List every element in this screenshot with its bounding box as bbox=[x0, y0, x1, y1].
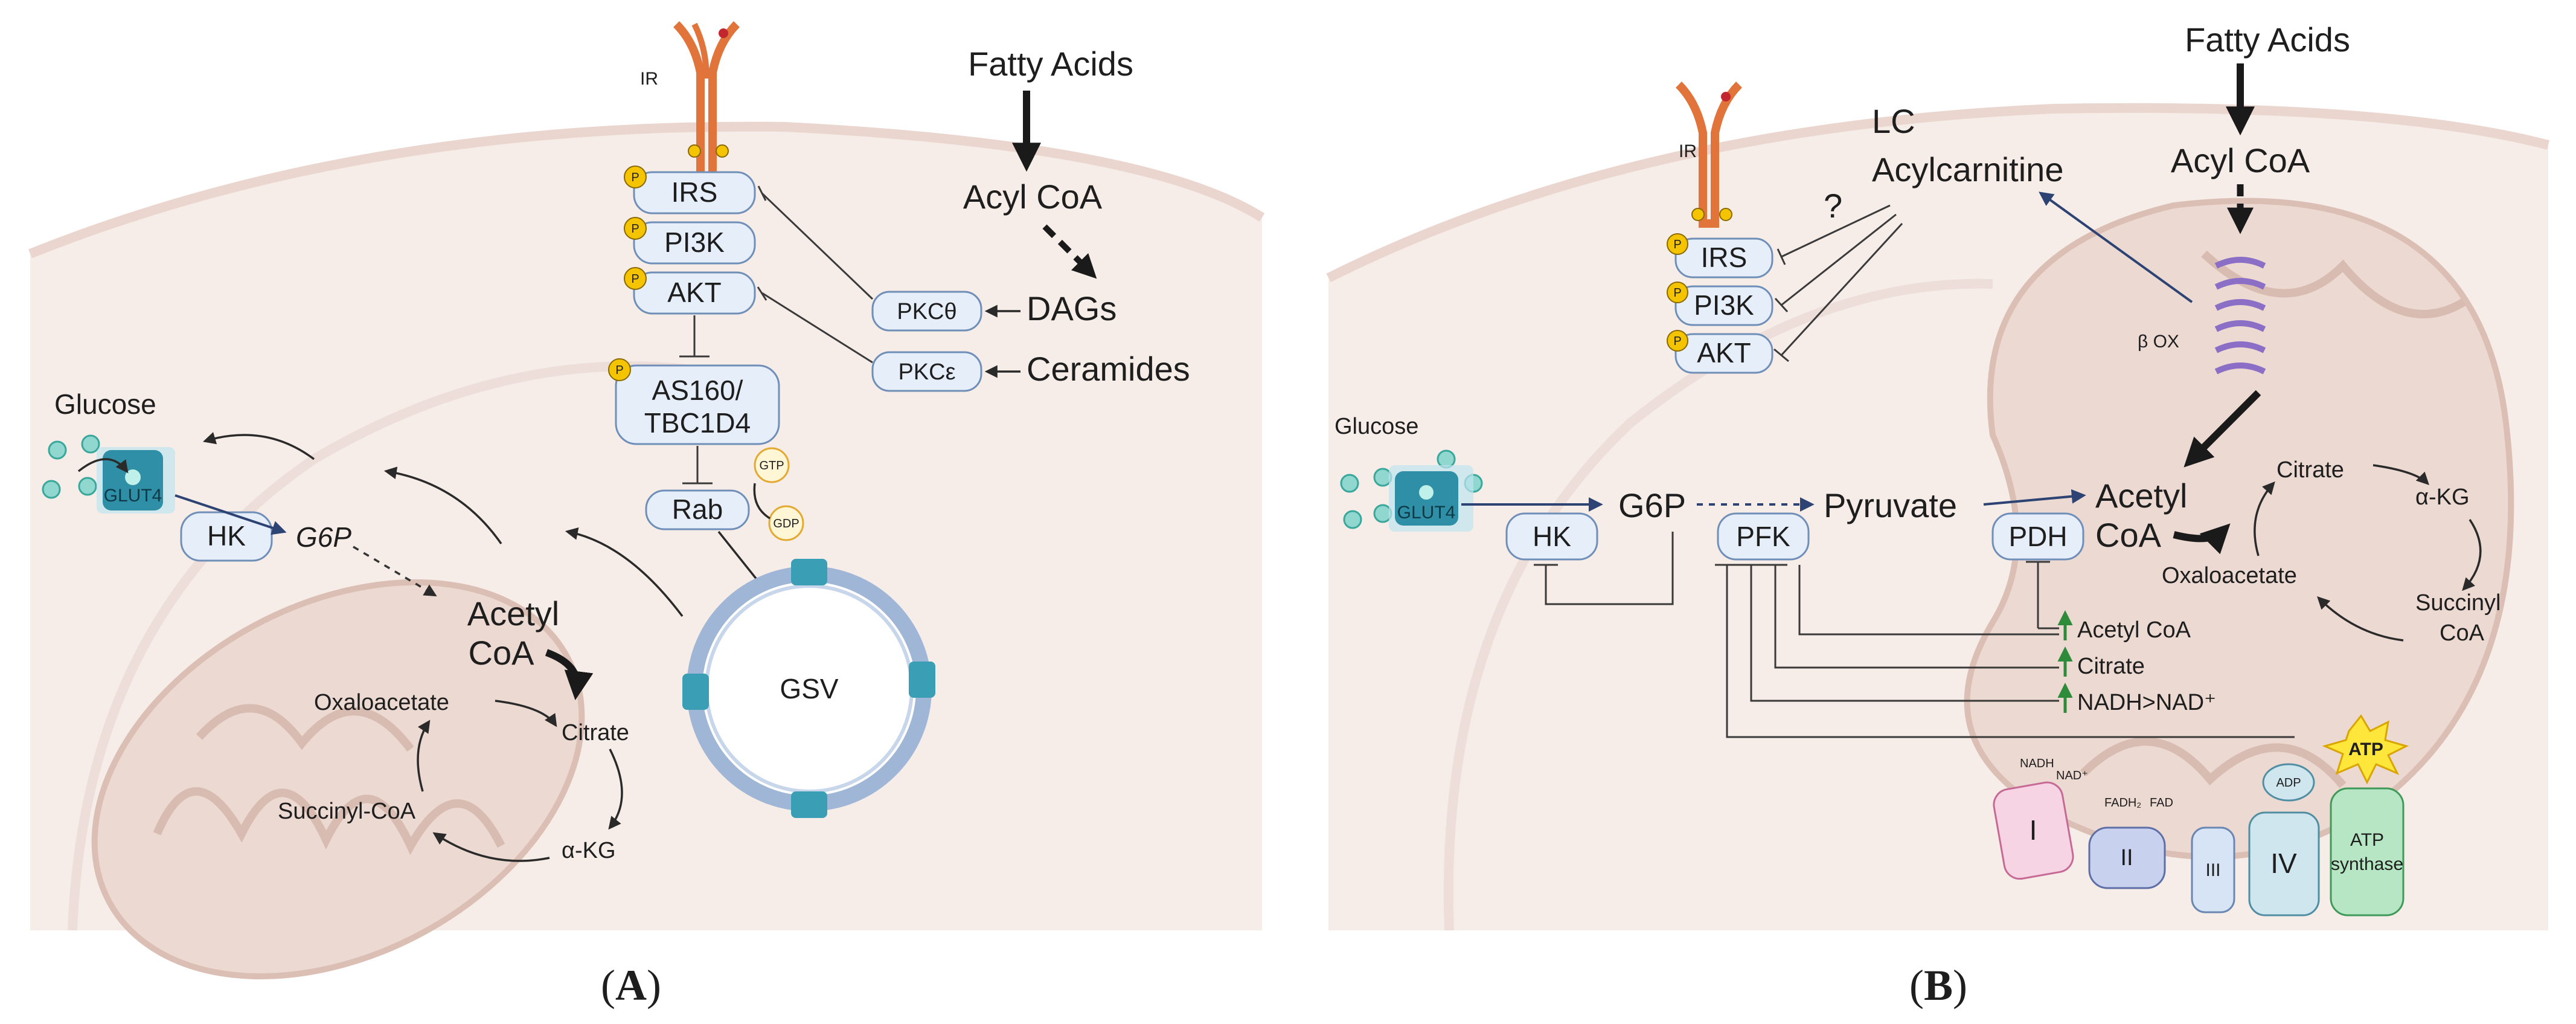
gtp-label: GTP bbox=[759, 459, 784, 472]
fadh2-label: FADH₂ bbox=[2104, 796, 2141, 810]
atp-synthase-label-2: synthase bbox=[2331, 854, 2403, 874]
akg-label-a: α-KG bbox=[562, 838, 616, 863]
coa-label-a: CoA bbox=[469, 634, 535, 672]
pi3k-label-a: PI3K bbox=[664, 227, 725, 258]
lc-label: LC bbox=[1872, 102, 1915, 140]
pfk-label: PFK bbox=[1736, 521, 1790, 552]
tbc1d4-label: TBC1D4 bbox=[644, 407, 751, 439]
ir-label-a: IR bbox=[640, 69, 658, 89]
g6p-label-b: G6P bbox=[1618, 486, 1686, 524]
citrate-label-b: Citrate bbox=[2276, 457, 2344, 483]
up-citrate-label: Citrate bbox=[2077, 654, 2145, 679]
hk-label-a: HK bbox=[207, 520, 246, 552]
svg-text:P: P bbox=[1673, 286, 1681, 300]
citrate-label-a: Citrate bbox=[562, 720, 629, 745]
glucose-label-b: Glucose bbox=[1334, 414, 1418, 439]
succinyl-coa-label-a: Succinyl-CoA bbox=[278, 799, 416, 824]
complex-ii-label: II bbox=[2120, 845, 2133, 871]
atp-synthase-label-1: ATP bbox=[2350, 830, 2384, 850]
signaling-stack-a: IRS PI3K AKT P P P bbox=[624, 166, 756, 315]
panel-b-letter: (B) bbox=[1909, 961, 1967, 1010]
acyl-coa-label-a: Acyl CoA bbox=[963, 178, 1103, 216]
panel-a-letter: (A) bbox=[601, 961, 661, 1010]
oxaloacetate-label-a: Oxaloacetate bbox=[314, 690, 449, 715]
akt-label-b: AKT bbox=[1697, 337, 1751, 369]
panel-b: IR IRS PI3K AKT P P P ? LC Acylcarnitine… bbox=[1326, 21, 2550, 1010]
coa-label-b: CoA bbox=[2095, 516, 2162, 554]
insulin-receptor-b: IR bbox=[1675, 82, 1743, 228]
up-nadh-label: NADH>NAD⁺ bbox=[2077, 690, 2216, 715]
nadh-label: NADH bbox=[2020, 757, 2054, 770]
pyruvate-label: Pyruvate bbox=[1824, 486, 1957, 524]
beta-oxidation-spiral bbox=[2214, 257, 2266, 375]
gdp-label: GDP bbox=[773, 517, 799, 530]
atp-label: ATP bbox=[2348, 739, 2383, 759]
complex-i-label: I bbox=[2030, 814, 2037, 846]
glut4-label-b: GLUT4 bbox=[1397, 503, 1456, 523]
fad-label: FAD bbox=[2150, 796, 2173, 810]
oxaloacetate-label-b: Oxaloacetate bbox=[2162, 563, 2297, 588]
question-mark: ? bbox=[1824, 187, 1842, 225]
g6p-label-a: G6P bbox=[296, 521, 351, 553]
nad-label: NAD⁺ bbox=[2056, 769, 2088, 782]
rab-label: Rab bbox=[672, 494, 723, 525]
succinyl-label-b: Succinyl bbox=[2415, 590, 2501, 616]
glucose-label-a: Glucose bbox=[54, 388, 156, 420]
dags-label: DAGs bbox=[1027, 289, 1117, 327]
svg-text:P: P bbox=[1673, 238, 1681, 251]
akg-label-b: α-KG bbox=[2415, 485, 2470, 510]
complex-iv-label: IV bbox=[2270, 848, 2297, 879]
beta-ox-label: β OX bbox=[2138, 332, 2179, 352]
pkc-epsilon-label: PKCε bbox=[898, 359, 955, 385]
atp-burst bbox=[2322, 714, 2409, 785]
panel-a: IR IRS PI3K AKT P P P P AS160/ TBC1D4 bbox=[28, 21, 1265, 1010]
fatty-acids-label-b: Fatty Acids bbox=[2185, 21, 2350, 59]
mitochondrion-b bbox=[1964, 198, 2514, 860]
akt-label-a: AKT bbox=[667, 277, 721, 308]
electron-transport-chain: I II III IV ATP synthase NADH NAD⁺ FADH₂… bbox=[1993, 714, 2409, 916]
gsv-label: GSV bbox=[780, 673, 838, 704]
pdh-label: PDH bbox=[2008, 521, 2067, 552]
acetyl-label-b: Acetyl bbox=[2095, 477, 2188, 515]
adp-label: ADP bbox=[2276, 776, 2301, 790]
up-acetyl-coa-label: Acetyl CoA bbox=[2077, 617, 2191, 643]
ir-label-b: IR bbox=[1679, 141, 1697, 161]
glut4-label-a: GLUT4 bbox=[104, 486, 162, 506]
acyl-coa-label-b: Acyl CoA bbox=[2171, 141, 2310, 179]
fatty-acids-label-a: Fatty Acids bbox=[968, 45, 1133, 83]
svg-text:P: P bbox=[631, 272, 639, 286]
svg-text:P: P bbox=[631, 171, 639, 184]
acetyl-label-a: Acetyl bbox=[467, 594, 560, 633]
irs-label-a: IRS bbox=[671, 176, 718, 208]
mitochondrion-a bbox=[91, 579, 585, 980]
succinyl-coa-label-b: CoA bbox=[2440, 620, 2485, 646]
svg-text:P: P bbox=[631, 222, 639, 236]
gsv-vesicle: GSV bbox=[682, 559, 935, 818]
svg-text:P: P bbox=[1673, 335, 1681, 348]
acylcarnitine-label: Acylcarnitine bbox=[1872, 150, 2063, 188]
irs-label-b: IRS bbox=[1701, 242, 1748, 273]
pi3k-label-b: PI3K bbox=[1694, 289, 1754, 321]
hk-label-b: HK bbox=[1533, 521, 1571, 552]
complex-iii-label: III bbox=[2205, 860, 2220, 880]
signaling-stack-b: IRS PI3K AKT P P P bbox=[1667, 233, 1773, 374]
svg-text:P: P bbox=[615, 364, 623, 377]
ceramides-label: Ceramides bbox=[1027, 350, 1190, 388]
as160-label: AS160/ bbox=[652, 375, 743, 406]
pkc-theta-label: PKCθ bbox=[897, 299, 956, 324]
